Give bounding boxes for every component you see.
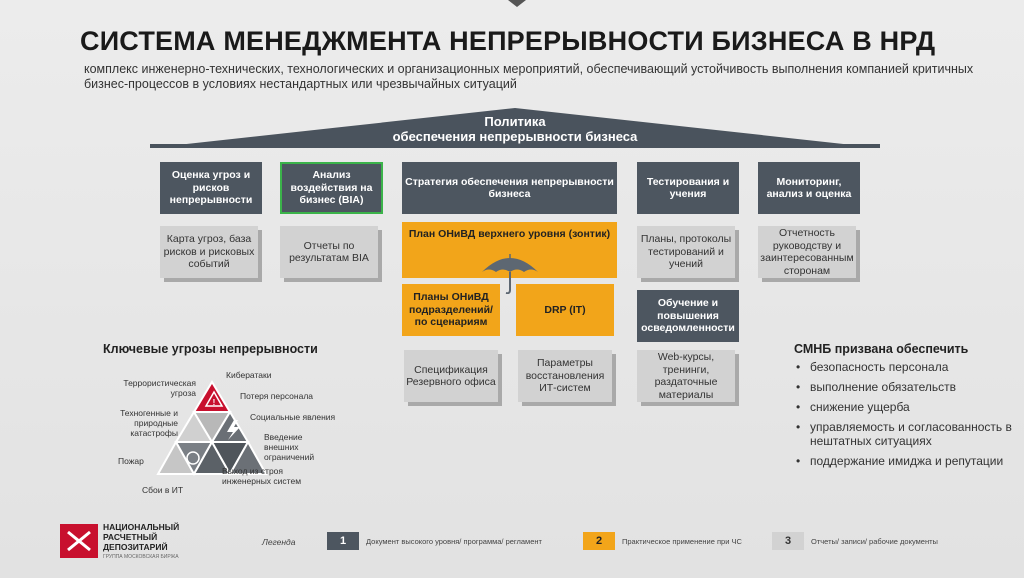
list-item: • поддержание имиджа и репутации [796,454,1021,468]
threats-title: Ключевые угрозы непрерывности [103,342,318,356]
cmnb-goals-list: • безопасность персонала • выполнение обяз… [796,360,1021,474]
logo-line4: ГРУППА МОСКОВСКАЯ БИРЖА [103,554,179,560]
threat-social: Социальные явления [250,412,336,422]
pillar-monitoring: Мониторинг, анализ и оценка [758,162,860,214]
legend-label: Легенда [262,537,296,547]
threat-manmade: Техногенные и природные катастрофы [120,408,178,438]
logo-line1: НАЦИОНАЛЬНЫЙ [103,522,180,532]
drp-it: DRP (IT) [516,284,614,336]
cmnb-goal-text: снижение ущерба [810,400,910,414]
legend-text-3: Отчеты/ записи/ рабочие документы [811,537,938,546]
cmnb-goal-text: управляемость и согласованность в нештат… [810,420,1012,448]
cmnb-goal-text: выполнение обязательств [810,380,957,394]
threat-terror: Террористическая угроза [123,378,196,398]
list-item: • снижение ущерба [796,400,1021,414]
policy-roof [150,108,880,148]
list-item: • безопасность персонала [796,360,1021,374]
pillar-bia: Анализ воздействия на бизнес (BIA) [280,162,383,214]
logo-line2: РАСЧЕТНЫЙ [103,532,158,542]
legend-text-2: Практическое применение при ЧС [622,537,742,546]
threat-cyber: Кибератаки [226,370,272,380]
cmnb-goal-text: поддержание имиджа и репутации [810,454,1004,468]
pillar-testing: Тестирования и учения [637,162,739,214]
training-awareness: Обучение и повышения осведомленности [637,290,739,342]
output-testing-docs: Планы, протоколы тестирований и учений [637,226,735,278]
bullet-icon: • [796,380,801,394]
page-title: СИСТЕМА МЕНЕДЖМЕНТА НЕПРЕРЫВНОСТИ БИЗНЕС… [80,26,936,56]
threats-triangle: ! [156,380,268,477]
list-item: • управляемость и согласованность в нешта… [796,420,1021,448]
output-it-recovery: Параметры восстановления ИТ-систем [518,350,612,402]
legend-box-1: 1 [327,532,359,550]
svg-text:!: ! [213,398,216,407]
threat-it-failure: Сбои в ИТ [142,485,184,495]
output-training-materials: Web-курсы, тренинги, раздаточные материа… [637,350,735,402]
cmnb-goal-text: безопасность персонала [810,360,949,374]
threat-engineering: Выход из строя инженерных систем [222,466,302,486]
output-reserve-office: Спецификация Резервного офиса [404,350,498,402]
list-item: • выполнение обязательств [796,380,1021,394]
page-subtitle: комплекс инженерно-технических, технолог… [84,62,974,91]
output-monitoring-reports: Отчетность руководству и заинтересованны… [758,226,856,278]
bullet-icon: • [796,400,801,414]
policy-line2: обеспечения непрерывности бизнеса [392,129,638,144]
legend-box-3: 3 [772,532,804,550]
bullet-icon: • [796,360,801,374]
logo-text: НАЦИОНАЛЬНЫЙ РАСЧЕТНЫЙ ДЕПОЗИТАРИЙ ГРУПП… [103,522,179,562]
legend-text-1: Документ высокого уровня/ программа/ рег… [366,537,542,546]
cmnb-title: СМНБ призвана обеспечить [794,342,969,356]
threat-fire: Пожар [118,456,144,466]
logo-line3: ДЕПОЗИТАРИЙ [103,542,168,552]
unit-plans: Планы ОНиВД подразделений/ по сценариям [402,284,500,336]
legend-box-2: 2 [583,532,615,550]
pillar-threat-assessment: Оценка угроз и рисков непрерывности [160,162,262,214]
output-bia-reports: Отчеты по результатам BIA [280,226,378,278]
pillar-strategy: Стратегия обеспечения непрерывности бизн… [402,162,617,214]
threat-restrictions: Введение внешних ограничений [264,432,315,462]
umbrella-icon [482,254,538,294]
threat-staff-loss: Потеря персонала [240,391,314,401]
bullet-icon: • [796,420,801,434]
nsd-logo-icon [60,524,98,558]
slide-nav-marker [508,0,526,7]
policy-label: Политика обеспечения непрерывности бизне… [300,114,730,144]
policy-line1: Политика [484,114,546,129]
bullet-icon: • [796,454,801,468]
output-threat-map: Карта угроз, база рисков и рисковых собы… [160,226,258,278]
